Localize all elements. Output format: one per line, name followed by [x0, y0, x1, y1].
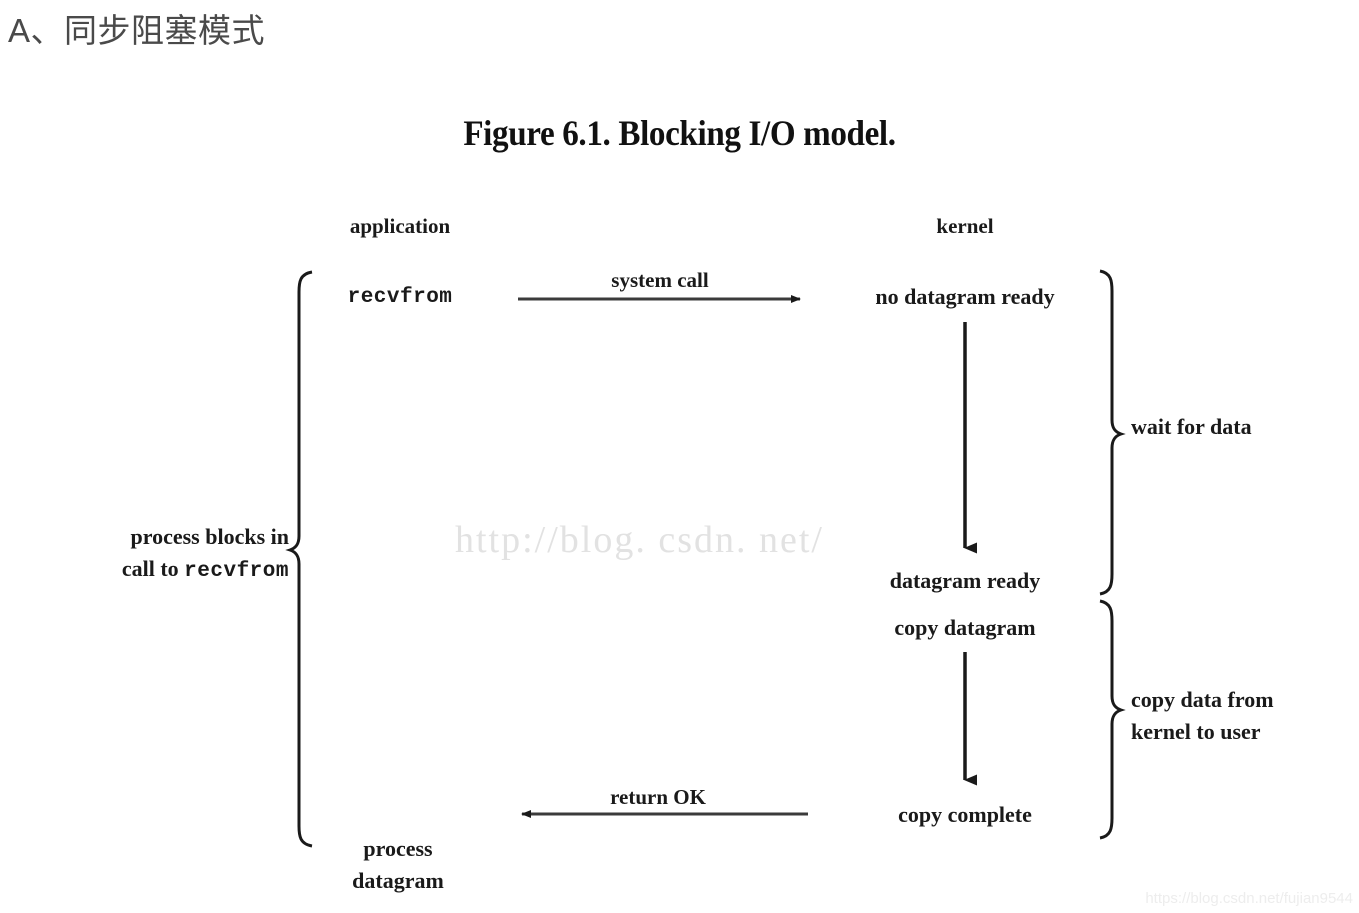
- edge-label-return-ok: return OK: [610, 785, 706, 809]
- watermark-center: http://blog. csdn. net/: [455, 519, 824, 561]
- brace-label-call-to-text: call to: [121, 556, 185, 581]
- brace-wait-for-data: [1099, 269, 1126, 596]
- brace-label-recvfrom-mono: recvfrom: [184, 560, 289, 583]
- node-process-datagram-line1: process: [363, 836, 433, 861]
- brace-label-process-blocks-line1: process blocks in: [130, 524, 289, 549]
- brace-label-copy-data-line2: kernel to user: [1131, 719, 1261, 744]
- brace-label-process-blocks-line2: call to recvfrom: [122, 556, 289, 585]
- node-recvfrom: recvfrom: [347, 286, 453, 309]
- page-title: A、同步阻塞模式: [8, 12, 266, 49]
- node-datagram-ready: datagram ready: [889, 568, 1041, 593]
- column-header-kernel: kernel: [936, 214, 994, 238]
- node-no-datagram-ready: no datagram ready: [875, 284, 1055, 309]
- brace-label-wait-for-data: wait for data: [1131, 414, 1252, 439]
- watermark-corner: https://blog.csdn.net/fujian9544: [1145, 890, 1353, 907]
- brace-copy-data-kernel-to-user: [1099, 599, 1126, 840]
- node-copy-complete: copy complete: [898, 802, 1032, 827]
- brace-label-copy-data-line1: copy data from: [1131, 687, 1274, 712]
- edge-label-system-call: system call: [611, 268, 709, 292]
- column-header-application: application: [349, 214, 451, 238]
- brace-process-blocks-in-call: [285, 270, 313, 848]
- node-process-datagram-line2: datagram: [352, 868, 444, 893]
- figure-title: Figure 6.1. Blocking I/O model.: [463, 113, 896, 153]
- node-copy-datagram: copy datagram: [894, 615, 1036, 640]
